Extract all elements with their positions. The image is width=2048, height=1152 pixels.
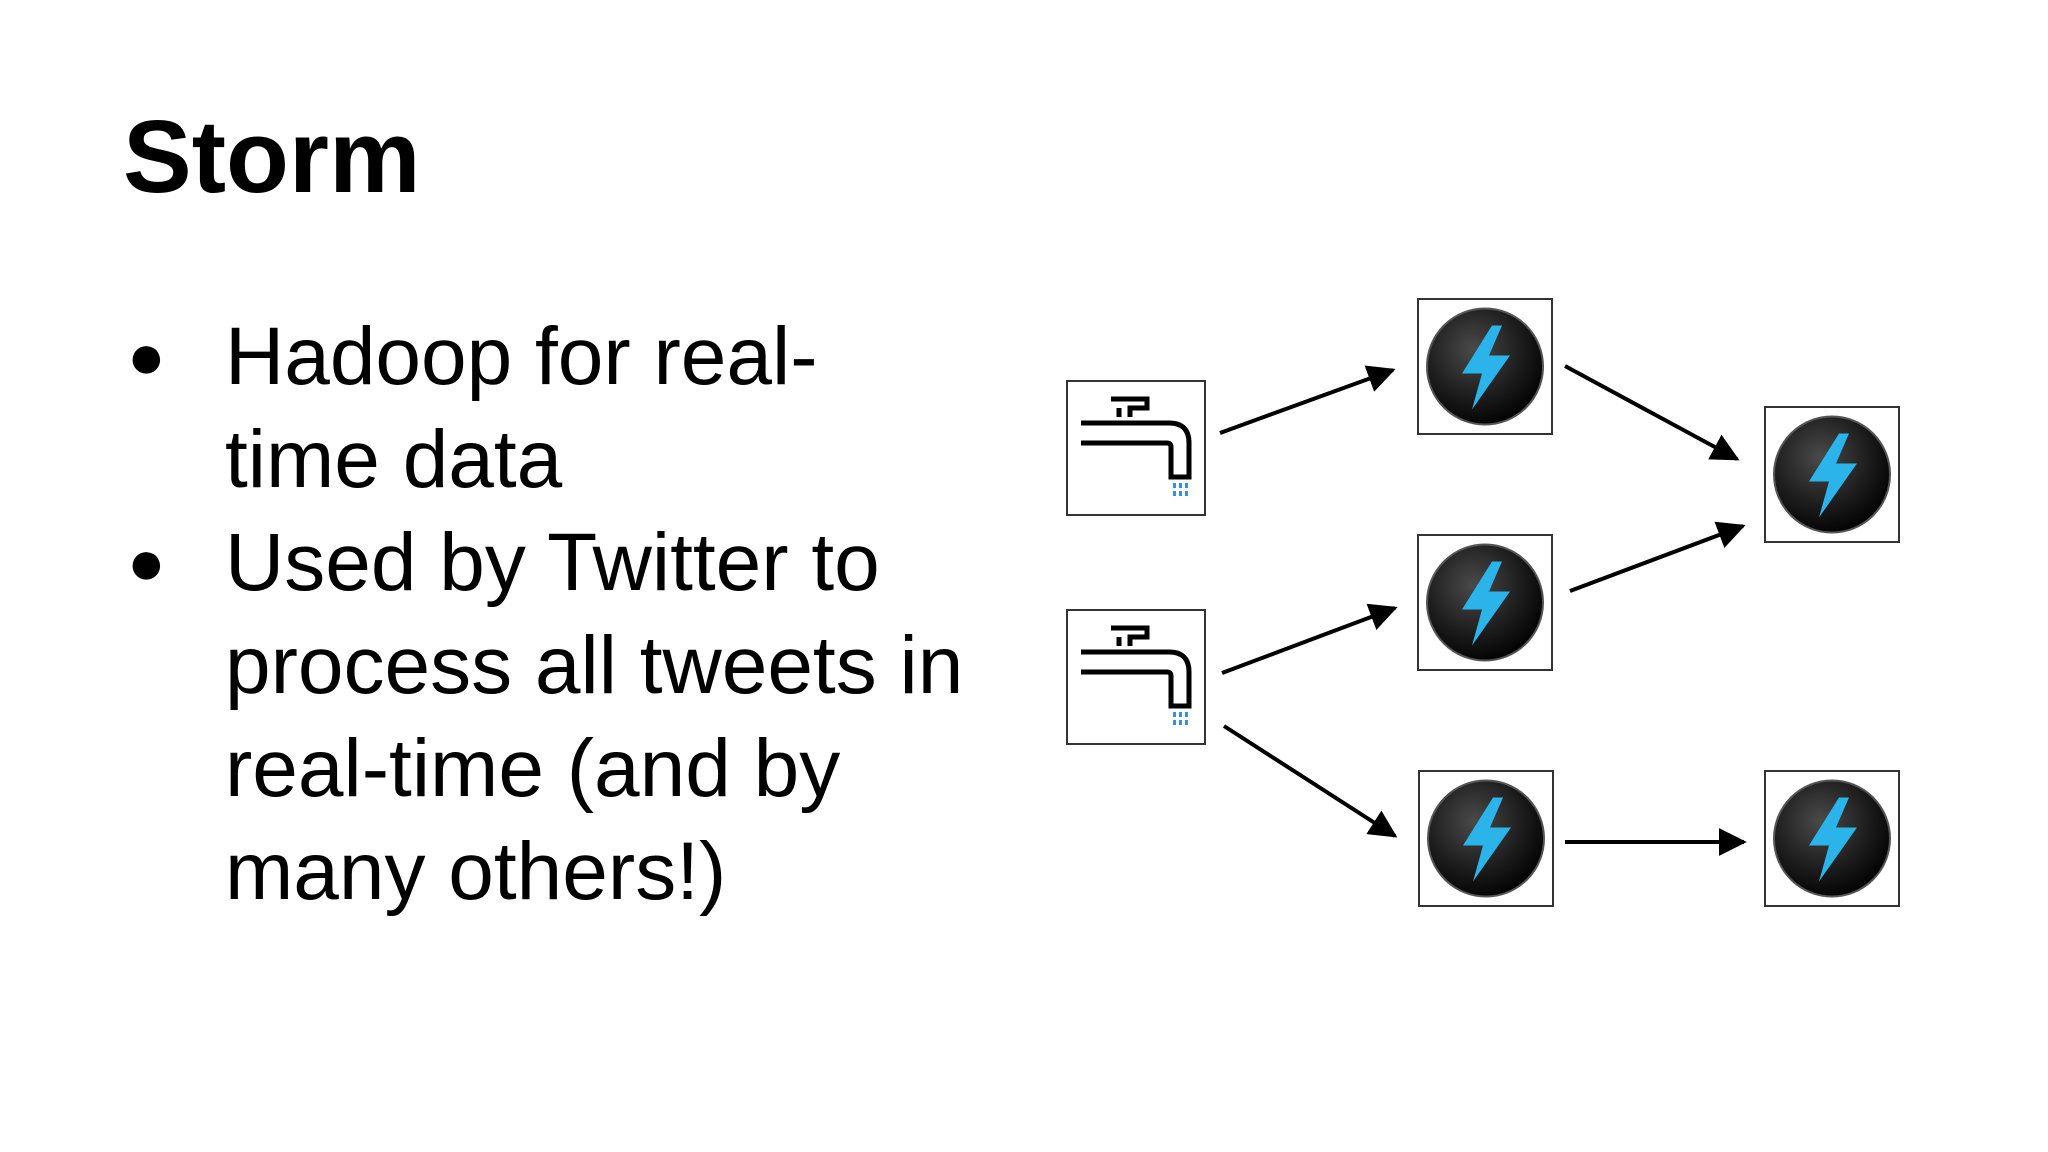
lightning-bolt-icon <box>1426 779 1546 898</box>
bullet-item: ● Hadoop for real- time data <box>123 305 1023 511</box>
lightning-bolt-icon <box>1772 779 1892 898</box>
bullet-marker: ● <box>127 526 166 598</box>
bullet-text: Used by Twitter to process all tweets in… <box>225 517 964 917</box>
edge-bolt2-bolt4 <box>1569 521 1746 593</box>
bolt-node <box>1417 534 1553 671</box>
bolt-node <box>1764 770 1900 907</box>
edge-bolt1-bolt4 <box>1564 364 1740 461</box>
bullet-text: Hadoop for real- time data <box>225 311 818 505</box>
bullet-list: ● Hadoop for real- time data ● Used by T… <box>123 305 1023 923</box>
lightning-bolt-icon <box>1772 415 1892 534</box>
lightning-bolt-icon <box>1425 543 1545 662</box>
bolt-node <box>1764 406 1900 543</box>
bolt-node <box>1418 770 1554 907</box>
bullet-item: ● Used by Twitter to process all tweets … <box>123 511 1023 923</box>
spout-node <box>1066 609 1206 745</box>
lightning-bolt-icon <box>1425 307 1545 426</box>
edge-spout2-bolt3 <box>1222 724 1398 838</box>
edge-spout2-bolt2 <box>1221 603 1398 675</box>
bolt-node <box>1417 298 1553 435</box>
slide-title: Storm <box>123 99 421 214</box>
spout-node <box>1066 380 1206 516</box>
edge-spout1-bolt1 <box>1219 365 1396 435</box>
bullet-marker: ● <box>127 320 166 392</box>
